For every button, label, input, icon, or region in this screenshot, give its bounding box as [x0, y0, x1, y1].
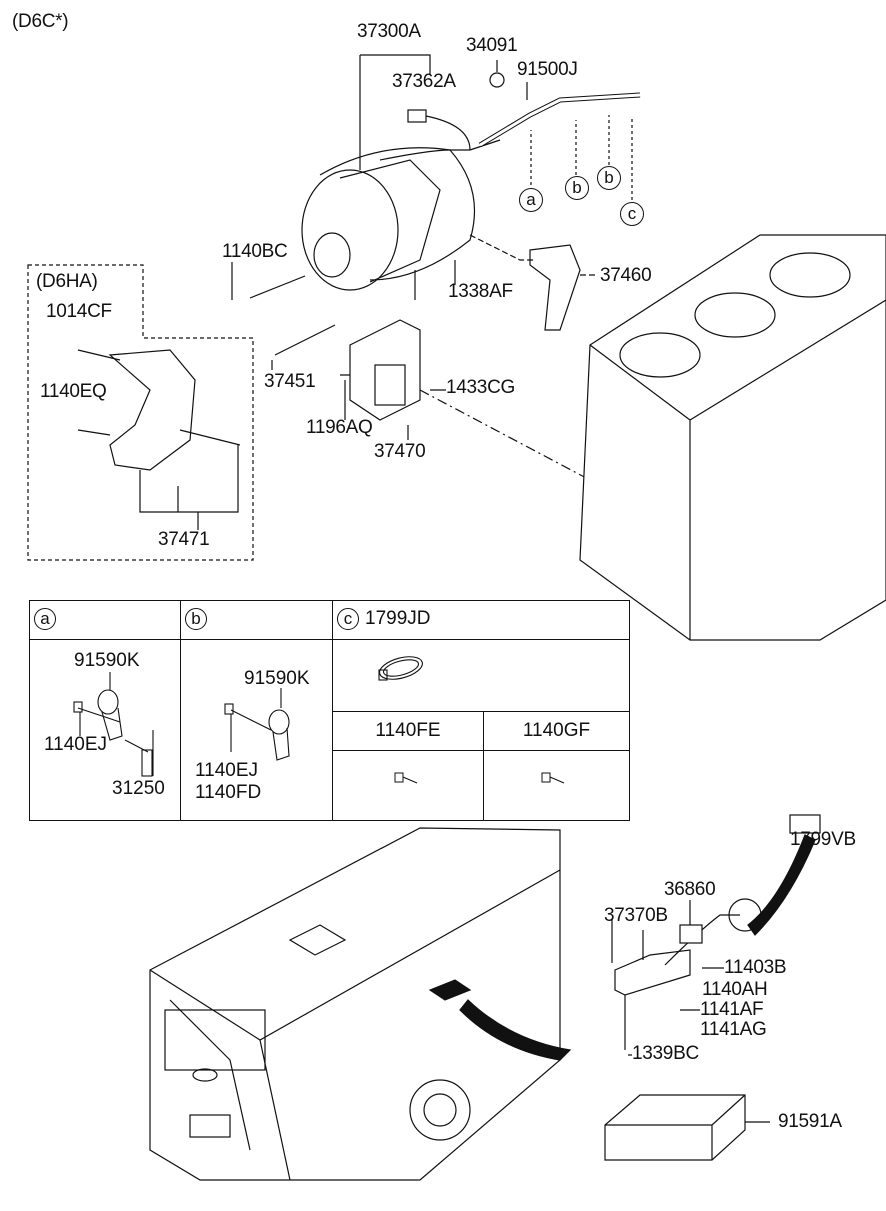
bolt-icon [541, 772, 565, 784]
part-1140BC[interactable]: 1140BC [222, 241, 288, 262]
part-1141AF[interactable]: 1141AF [700, 999, 764, 1020]
part-37470[interactable]: 37470 [374, 441, 426, 462]
engine-block-drawing [579, 234, 886, 641]
callout-b: b [597, 166, 621, 190]
part-91500J[interactable]: 91500J [517, 59, 578, 80]
legend-c-cell [332, 639, 630, 712]
part-1196AQ[interactable]: 1196AQ [306, 417, 373, 438]
part-34091[interactable]: 34091 [466, 35, 518, 56]
part-1140EQ[interactable]: 1140EQ [40, 381, 107, 402]
legend-c-header: c 1799JD [332, 600, 630, 640]
part-11403B[interactable]: 11403B [724, 957, 787, 978]
legend-a-cell: 91590K 1140EJ 31250 [29, 639, 181, 821]
legend-fe-header: 1140FE [332, 711, 484, 751]
part-1140EJ[interactable]: 1140EJ [195, 760, 259, 781]
callout-b: b [565, 176, 589, 200]
legend-table: a b c 1799JD 91590K 1140EJ 31250 91590K 1… [29, 600, 630, 821]
callout-c: c [620, 202, 644, 226]
bus-drawing [149, 827, 561, 1181]
part-37460[interactable]: 37460 [600, 265, 652, 286]
part-1140GF[interactable]: 1140GF [522, 720, 591, 741]
hose-clamp-icon [378, 656, 423, 681]
alternator-drawing [301, 72, 505, 291]
legend-gf-header: 1140GF [483, 711, 630, 751]
part-1339BC[interactable]: 1339BC [632, 1043, 699, 1064]
legend-b-header: b [180, 600, 333, 640]
clamp-a-drawing [73, 672, 154, 777]
part-1338AF[interactable]: 1338AF [448, 281, 513, 302]
clamp-b-drawing [224, 688, 290, 761]
part-91591A[interactable]: 91591A [778, 1111, 842, 1132]
part-1799VB[interactable]: 1799VB [790, 829, 856, 850]
part-91590K[interactable]: 91590K [244, 668, 310, 689]
part-1140EJ[interactable]: 1140EJ [44, 734, 108, 755]
part-1141AG[interactable]: 1141AG [700, 1019, 767, 1040]
part-31250[interactable]: 31250 [112, 778, 165, 799]
part-91590K[interactable]: 91590K [74, 650, 140, 671]
part-1140AH[interactable]: 1140AH [702, 979, 768, 1000]
part-37451[interactable]: 37451 [264, 371, 316, 392]
legend-fe-cell [332, 750, 484, 821]
part-1140FD[interactable]: 1140FD [195, 782, 262, 803]
part-1014CF[interactable]: 1014CF [46, 301, 112, 322]
part-37362A[interactable]: 37362A [392, 71, 456, 92]
variant-box-label: (D6HA) [36, 271, 98, 292]
legend-key-c: c [337, 608, 359, 630]
callout-a: a [519, 188, 543, 212]
part-37471[interactable]: 37471 [158, 529, 210, 550]
part-1799JD[interactable]: 1799JD [365, 608, 431, 629]
variant-label: (D6C*) [12, 11, 69, 32]
part-1433CG[interactable]: 1433CG [446, 377, 515, 398]
part-1140FE[interactable]: 1140FE [375, 720, 441, 741]
bolt-icon [394, 772, 418, 784]
part-36860[interactable]: 36860 [664, 879, 716, 900]
legend-key-a: a [34, 608, 56, 630]
part-37300A[interactable]: 37300A [357, 21, 421, 42]
legend-b-cell: 91590K 1140EJ 1140FD [180, 639, 333, 821]
legend-a-header: a [29, 600, 181, 640]
part-37370B[interactable]: 37370B [604, 905, 668, 926]
legend-gf-cell [483, 750, 630, 821]
legend-key-b: b [185, 608, 207, 630]
